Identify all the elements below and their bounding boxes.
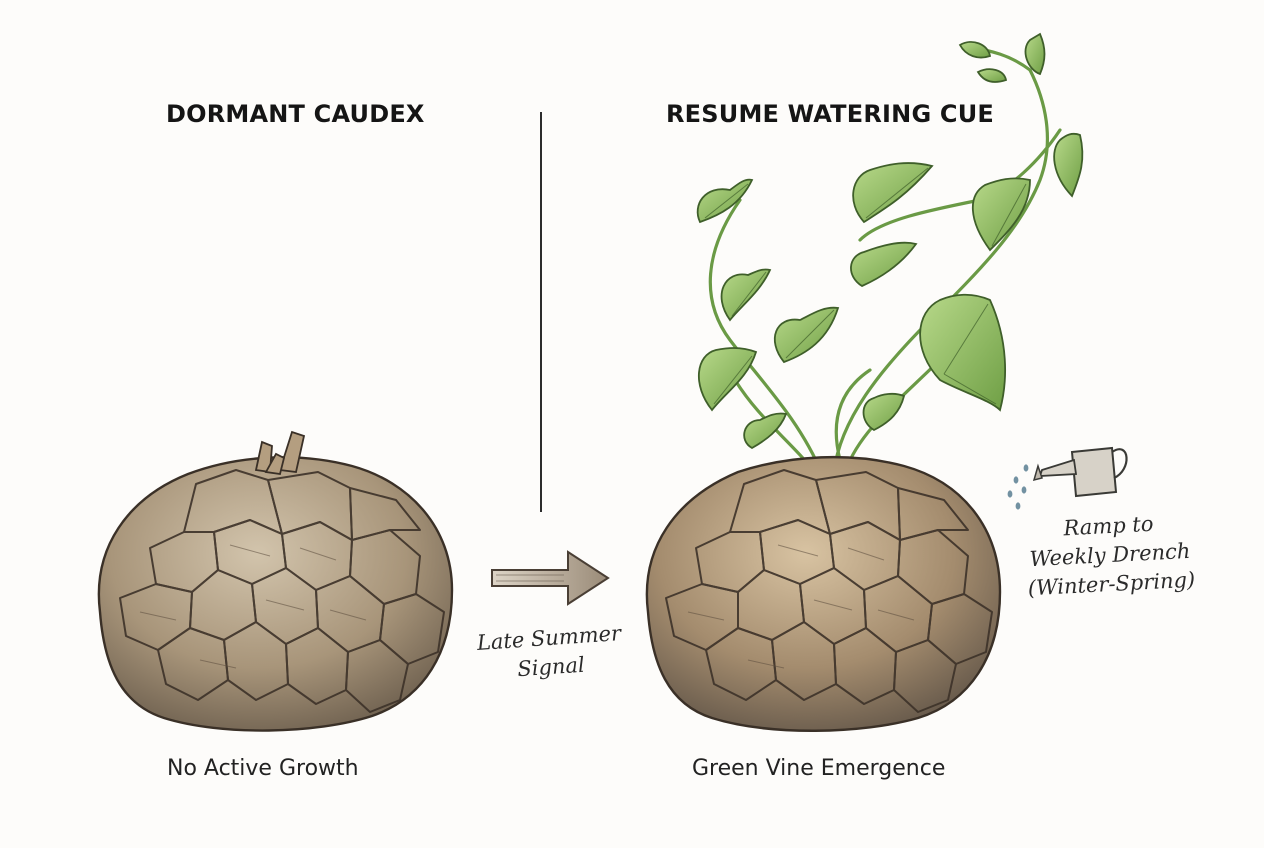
leaf-cluster [696, 32, 1084, 450]
dormant-heading: DORMANT CAUDEX [166, 100, 425, 128]
transition-label: Late Summer Signal [468, 618, 632, 687]
watering-note: Ramp to Weekly Drench (Winter-Spring) [1008, 507, 1212, 604]
dormant-caudex-icon [97, 430, 454, 732]
watering-can-icon [1007, 446, 1128, 510]
arrow-right-icon [491, 550, 610, 606]
resume-watering-heading: RESUME WATERING CUE [666, 100, 994, 128]
panel-divider [540, 112, 542, 512]
sprouting-caudex-icon [645, 455, 1002, 732]
emergence-caption: Green Vine Emergence [692, 756, 946, 781]
dormant-caption: No Active Growth [167, 756, 359, 781]
leaf-veins [704, 167, 1027, 405]
